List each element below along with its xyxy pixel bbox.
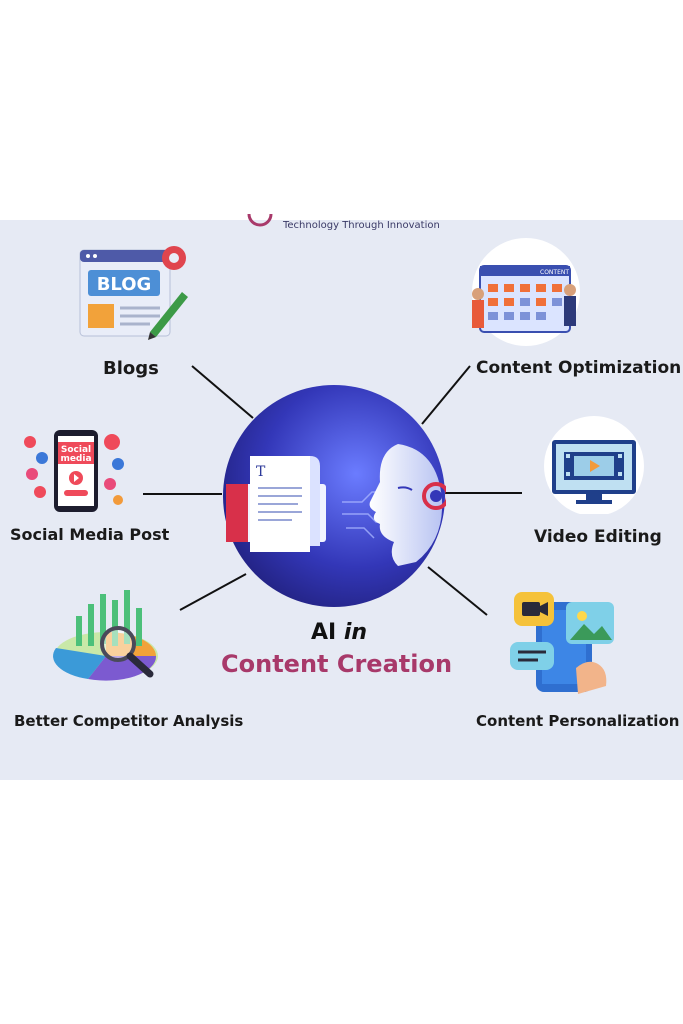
- blog-icon-text: BLOG: [97, 274, 152, 295]
- content-icon-text: CONTENT: [540, 269, 569, 276]
- blog-icon: BLOG: [79, 246, 188, 340]
- title-content-creation: Content Creation: [221, 650, 453, 678]
- title-ai: AI in: [311, 620, 367, 645]
- brand-tagline: Technology Through Innovation: [283, 220, 440, 231]
- social-media-icon: Social media: [24, 430, 124, 512]
- media-icon-text: media: [60, 454, 91, 464]
- node-label-content-optimization: Content Optimization: [476, 358, 682, 378]
- node-label-video-editing: Video Editing: [534, 527, 662, 547]
- title-in-word: in: [343, 620, 368, 645]
- document-letter: T: [256, 464, 266, 480]
- node-label-content-personalization: Content Personalization: [476, 712, 680, 730]
- node-label-better-competitor-analysis: Better Competitor Analysis: [14, 712, 244, 730]
- social-icon-text: Social: [61, 445, 91, 455]
- title-ai-word: AI: [311, 620, 337, 645]
- brand-logo-icon: [247, 213, 273, 227]
- competitor-analysis-icon: [53, 590, 158, 681]
- node-label-blogs: Blogs: [103, 358, 159, 379]
- video-editing-icon: [544, 416, 644, 514]
- content-personalization-icon: [510, 592, 614, 694]
- ai-robot-illustration: T: [223, 385, 446, 607]
- node-label-social-media-post: Social Media Post: [10, 525, 170, 544]
- content-optimization-icon: CONTENT: [472, 238, 580, 346]
